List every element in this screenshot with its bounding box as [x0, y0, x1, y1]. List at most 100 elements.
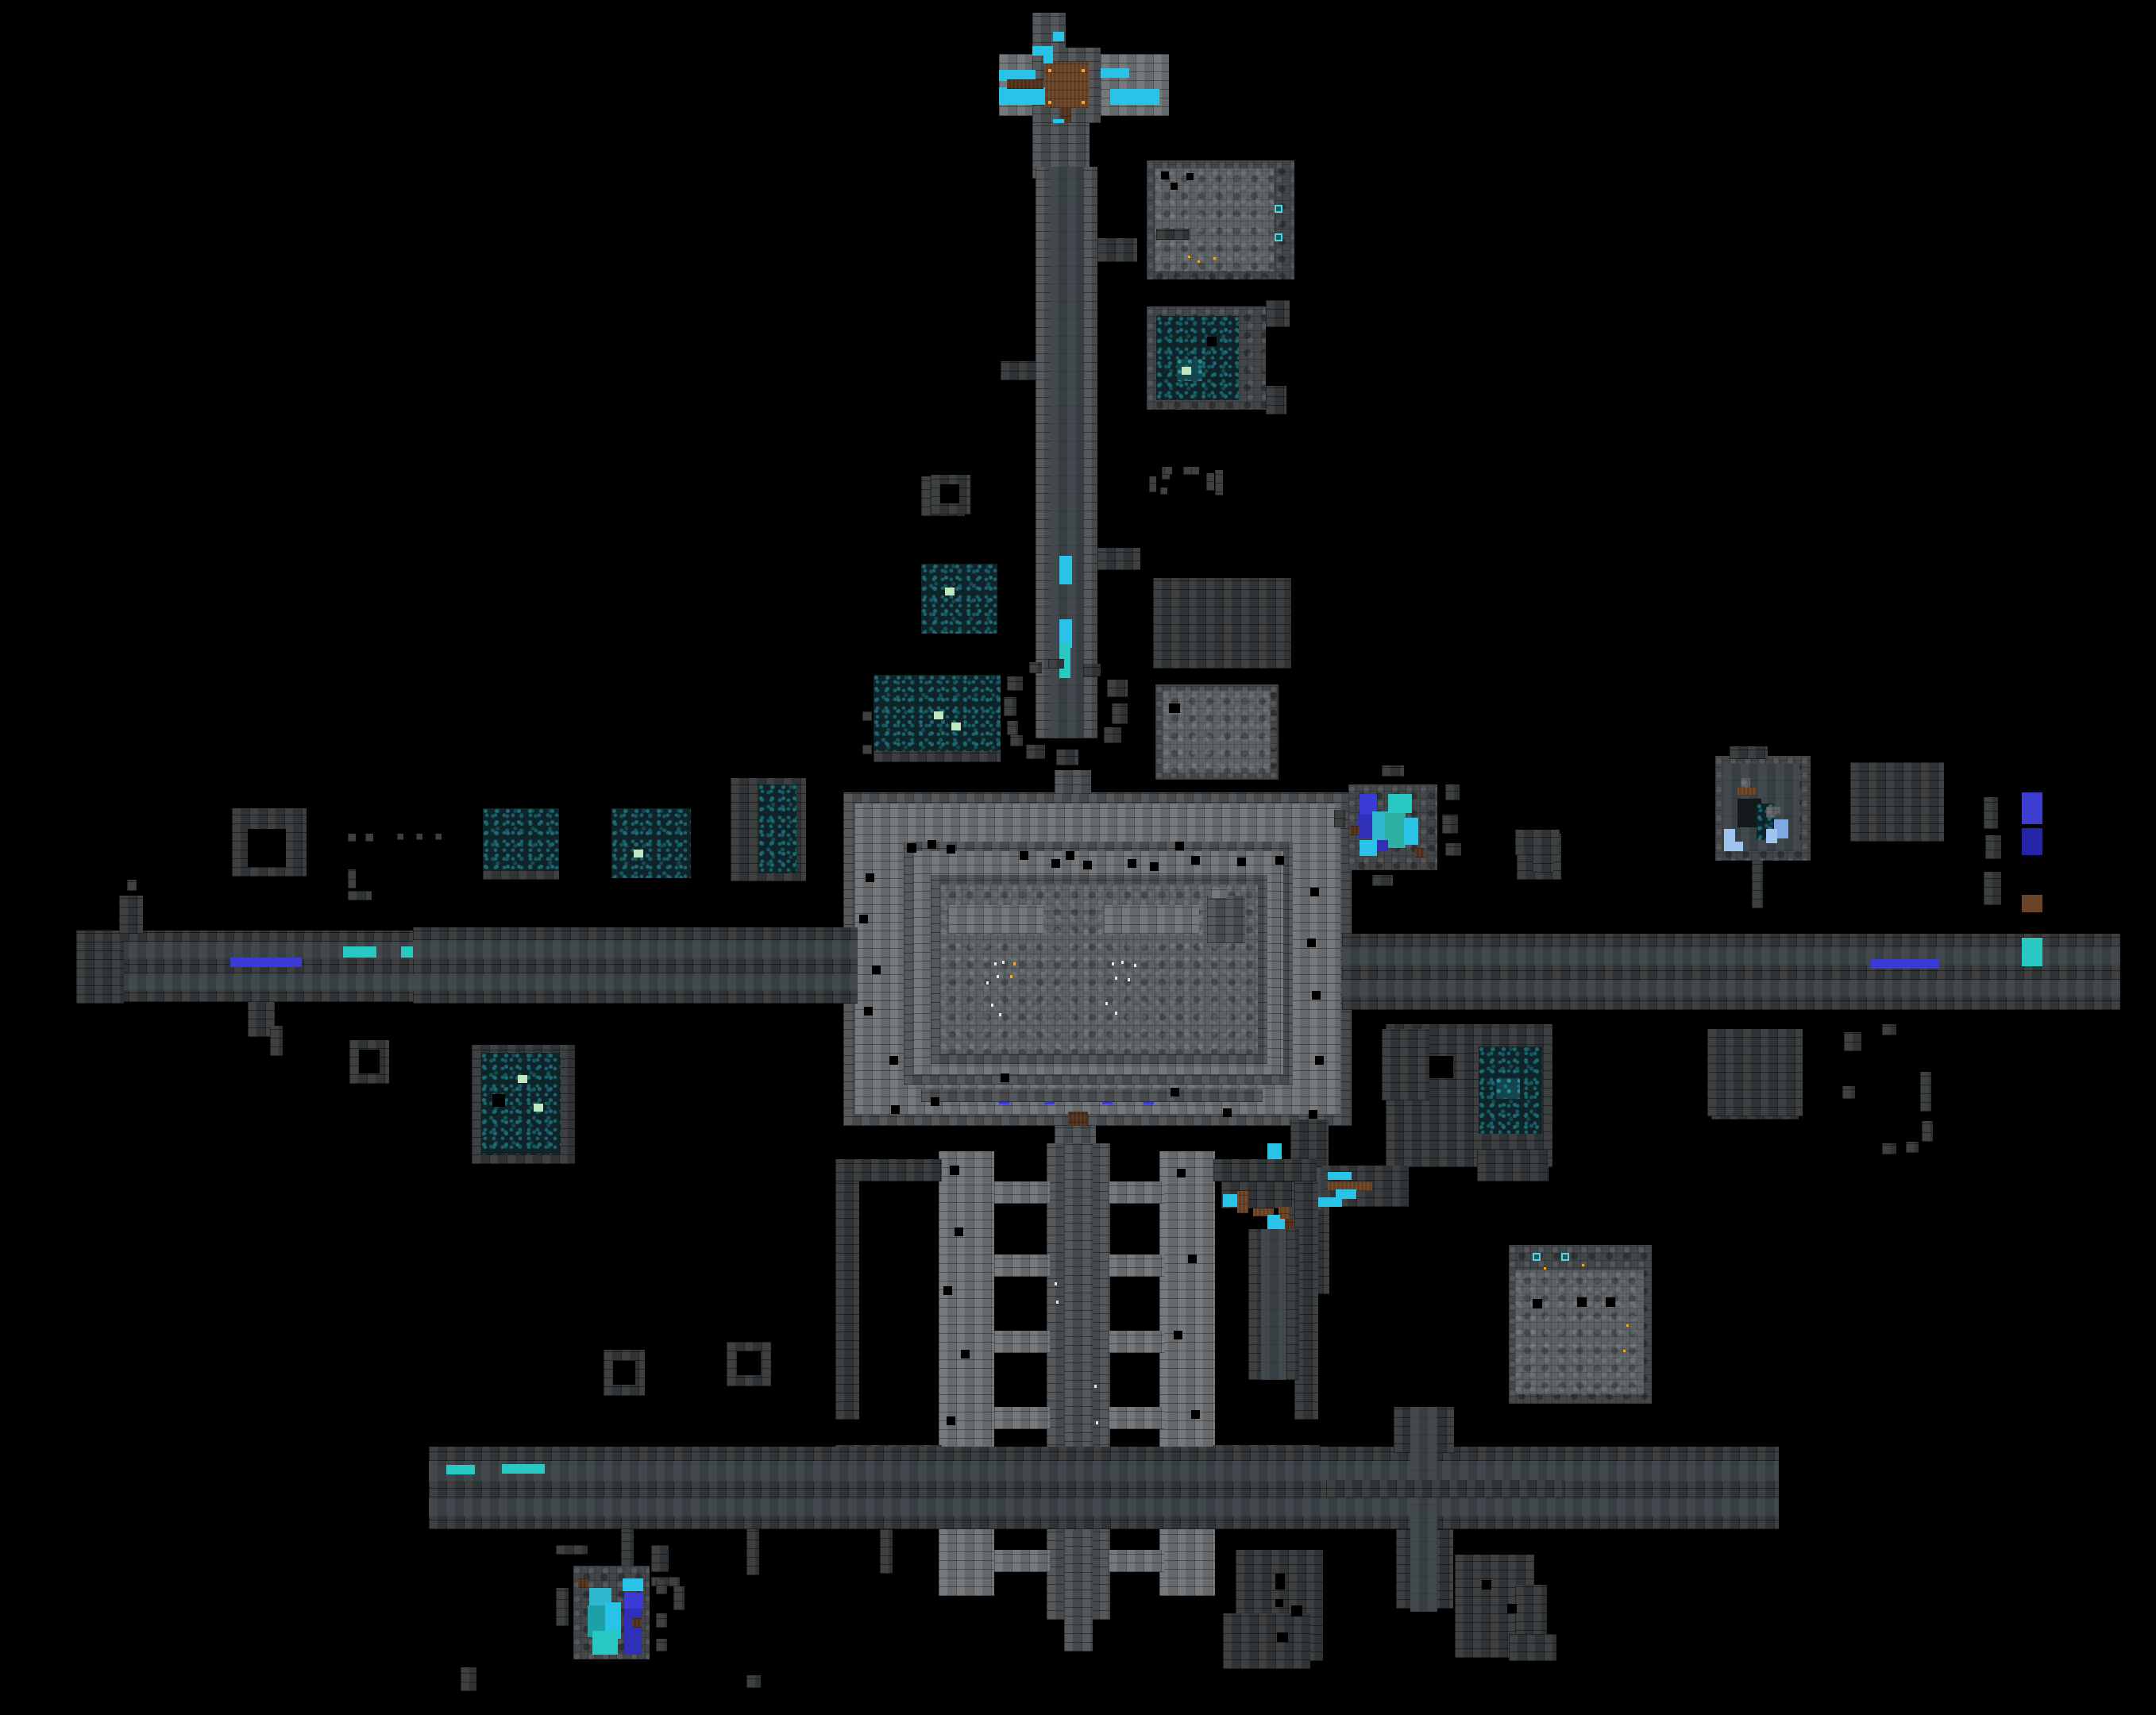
- nw-ruin-dot-2: [862, 745, 872, 754]
- rotunda-seg-w1: [1007, 676, 1023, 691]
- east-lodge-ice-2: [1724, 842, 1743, 851]
- south-hall-shaft-2: [746, 1529, 759, 1575]
- north-shrine-altar: [1044, 62, 1089, 108]
- barracks-pillar-e: [1159, 1151, 1215, 1596]
- palace-pit-13: [1275, 856, 1284, 865]
- palace-balcony-ne: [1104, 905, 1199, 934]
- rotunda-seg-e3: [1104, 727, 1121, 743]
- vault-east-ice-g: [1360, 840, 1377, 856]
- barracks-pit-3: [943, 1286, 952, 1295]
- vault-east-ice-h: [1377, 840, 1388, 851]
- sculk-shrieker-3: [518, 1075, 527, 1083]
- north-corridor-water-1: [1059, 556, 1072, 584]
- palace-pit-5: [1051, 859, 1060, 868]
- nr-dot-3: [1215, 470, 1223, 492]
- palace-light-l1: [994, 962, 997, 965]
- palace-pit-10: [1175, 842, 1184, 850]
- sw-lower-ruin-2: [746, 1675, 761, 1688]
- ne-sculk-room-tab-2: [1266, 386, 1286, 414]
- vault-east-outpost-3: [1442, 815, 1458, 834]
- palace-light-r5: [1128, 978, 1130, 981]
- barracks-pillar-w: [939, 1151, 994, 1596]
- palace-pit-26: [1309, 1110, 1317, 1119]
- east-big-room-hole-1: [1533, 1299, 1542, 1308]
- west-x-ruin-3-hole: [613, 1361, 635, 1385]
- palace-pit-18: [889, 1056, 898, 1065]
- legend-sw-2: [2022, 859, 2042, 891]
- east-big-room-floor: [1515, 1270, 1644, 1394]
- palace-light-r7: [1115, 1012, 1117, 1015]
- sculk-catalyst-3: [1533, 1253, 1541, 1261]
- sculk-shrieker-2: [634, 850, 643, 858]
- legend-sw-0: [2022, 792, 2042, 824]
- rotunda-seg-e2: [1112, 703, 1128, 724]
- ruin-dot-b: [1149, 476, 1156, 492]
- palace-pit-12: [1237, 858, 1246, 866]
- west-hall2-mid: [413, 959, 858, 973]
- palace-pit-11: [1191, 856, 1200, 865]
- barracks-strut-1a: [994, 1181, 1050, 1204]
- west-hall2-upper: [413, 940, 858, 959]
- nw-sculk-1: [921, 564, 997, 634]
- barracks-strut-2a: [994, 1254, 1050, 1277]
- barracks-light-4: [1096, 1421, 1098, 1424]
- palace-pit-28: [1223, 1108, 1232, 1117]
- palace-light-r6: [1105, 1002, 1108, 1005]
- vault-west-post-1: [556, 1588, 569, 1626]
- east-hall-water-blue: [1871, 959, 1939, 969]
- float-brick-b: [1183, 467, 1191, 475]
- vault-west-post-4: [656, 1639, 667, 1651]
- east-cavern-hole: [1426, 1056, 1453, 1078]
- legend-post-3: [1984, 872, 2001, 905]
- barracks-pit-4: [961, 1350, 970, 1359]
- sculk-catalyst-2: [1275, 233, 1282, 241]
- ne-sculk-room-patch: [1156, 316, 1239, 400]
- west-hall2-lower: [413, 973, 858, 991]
- north-corridor-water-2: [1059, 619, 1072, 648]
- shrine-water-a: [1053, 32, 1064, 41]
- west-ruin-tall-sculk: [758, 784, 796, 873]
- east-hall-lower: [1342, 980, 2120, 997]
- blv-post-a: [556, 1545, 588, 1555]
- east-dot-7: [1906, 1142, 1919, 1153]
- south-hall-floorline: [429, 1517, 1779, 1529]
- west-sculk-ruin-1-wall: [483, 870, 559, 880]
- palace-light-l2: [1002, 961, 1005, 964]
- east-cavern-sculk-core: [1496, 1078, 1520, 1099]
- south-hall-shaft-3: [880, 1529, 893, 1574]
- rotunda-seg-w2: [1004, 697, 1016, 716]
- west-ruin-dot-3: [397, 834, 403, 840]
- vault-west-ice-g: [623, 1578, 643, 1591]
- ne-room-upper-hole-3: [1186, 173, 1194, 180]
- east-dot-2: [1882, 1024, 1896, 1035]
- arrow-ruin-tip: [1533, 854, 1553, 873]
- vault-east-outpost-6: [1372, 875, 1393, 886]
- sculk-catalyst-4: [1561, 1253, 1569, 1261]
- palace-pit-21: [1001, 1073, 1009, 1082]
- palace-pit-9: [1150, 862, 1159, 871]
- ne-room-light-2: [1198, 260, 1200, 263]
- east-hall-upper: [1342, 946, 2120, 965]
- shrine-light-1: [1048, 69, 1051, 72]
- barracks-strut-6b: [1109, 1550, 1164, 1572]
- se-junction-water-5: [1336, 1189, 1356, 1199]
- barracks-pit-7: [1177, 1169, 1186, 1177]
- float-brick-c: [1206, 473, 1214, 491]
- barracks-pit-8: [1188, 1254, 1197, 1263]
- east-lodge-chest: [1766, 807, 1780, 818]
- palace-pit-15: [859, 915, 868, 923]
- west-hall-lower: [76, 973, 521, 991]
- rotunda-seg-s2: [1056, 750, 1078, 765]
- east-dot-3: [1842, 1086, 1855, 1099]
- barracks-pit-1: [950, 1166, 959, 1175]
- east-big-room-light-2: [1582, 1264, 1584, 1266]
- palace-dais: [921, 1089, 1263, 1102]
- se-junction-water-4: [1318, 1197, 1342, 1207]
- shrine-light-4: [1082, 101, 1085, 104]
- rotunda-seg-e1: [1107, 680, 1128, 697]
- south-hall-mid: [429, 1482, 1779, 1497]
- bottom-ruin-2-hole-a: [1482, 1580, 1491, 1590]
- legend-sw-4: [2022, 916, 2042, 934]
- se-cross-shaft-s: [1410, 1529, 1437, 1612]
